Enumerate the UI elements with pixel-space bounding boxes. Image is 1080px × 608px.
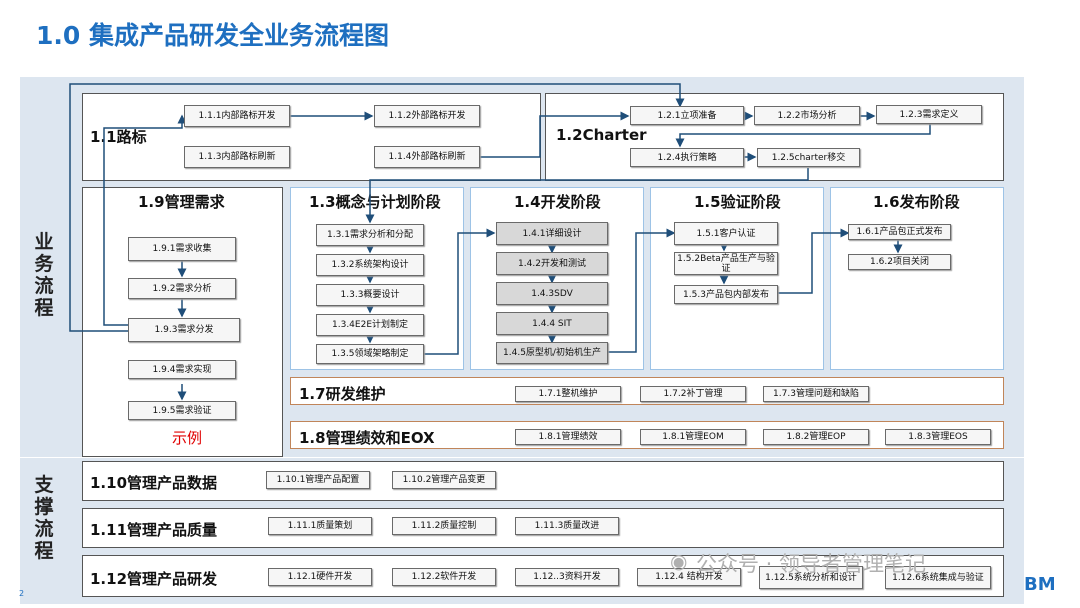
step-1-8-2: 1.8.2管理EOP (763, 429, 869, 445)
step-1-2-3: 1.2.3需求定义 (876, 105, 982, 124)
step-1-12-3: 1.12..3资料开发 (515, 568, 619, 586)
sample-label: 示例 (172, 429, 203, 447)
wechat-icon: ◉ (670, 549, 688, 573)
step-1-5-3: 1.5.3产品包内部发布 (674, 285, 778, 304)
step-1-3-3: 1.3.3概要设计 (316, 284, 424, 306)
watermark-text: 公众号 · 领导者管理笔记 (696, 552, 927, 576)
step-1-11-1: 1.11.1质量策划 (268, 517, 372, 535)
support-process-label: 支撑流程 (34, 474, 54, 562)
panel-title-release: 1.6发布阶段 (873, 193, 960, 211)
step-1-5-2: 1.5.2Beta产品生产与验证 (674, 252, 778, 275)
step-1-9-2: 1.9.2需求分析 (128, 278, 236, 299)
step-1-9-3: 1.9.3需求分发 (128, 318, 240, 342)
panel-title-demand: 1.9管理需求 (138, 193, 225, 211)
step-1-4-5: 1.4.5原型机/初始机生产 (496, 342, 608, 364)
step-1-7-3: 1.7.3管理问题和缺陷 (763, 386, 869, 402)
step-1-6-2: 1.6.2项目关闭 (848, 254, 951, 270)
panel-title-rd: 1.12管理产品研发 (90, 570, 218, 588)
panel-title-charter: 1.2Charter (556, 126, 647, 144)
panel-verify (650, 187, 824, 370)
corner-logo: BM (1024, 574, 1056, 595)
step-1-3-4: 1.3.4E2E计划制定 (316, 314, 424, 336)
page-number: 2 (19, 589, 25, 598)
panel-title-verify: 1.5验证阶段 (694, 193, 781, 211)
step-1-4-4: 1.4.4 SIT (496, 312, 608, 335)
panel-title-maintain: 1.7研发维护 (299, 385, 386, 403)
step-1-4-1: 1.4.1详细设计 (496, 222, 608, 245)
step-1-9-4: 1.9.4需求实现 (128, 360, 236, 379)
step-1-9-1: 1.9.1需求收集 (128, 237, 236, 261)
panel-title-data: 1.10管理产品数据 (90, 474, 218, 492)
business-process-label: 业务流程 (34, 231, 54, 319)
step-1-11-2: 1.11.2质量控制 (392, 517, 496, 535)
step-1-3-5: 1.3.5领域架略制定 (316, 344, 424, 364)
step-1-8-1: 1.8.1管理绩效 (515, 429, 621, 445)
step-1-4-3: 1.4.3SDV (496, 282, 608, 305)
step-1-5-1: 1.5.1客户认证 (674, 222, 778, 245)
step-1-1-3: 1.1.3内部路标刷新 (184, 146, 290, 168)
page-title: 1.0 集成产品研发全业务流程图 (36, 21, 389, 50)
panel-title-concept: 1.3概念与计划阶段 (309, 193, 441, 211)
step-1-8-3: 1.8.3管理EOS (885, 429, 991, 445)
panel-release (830, 187, 1004, 370)
step-1-2-4: 1.2.4执行策略 (630, 148, 744, 167)
step-1-12-2: 1.12.2软件开发 (392, 568, 496, 586)
step-1-12-6: 1.12.6系统集成与验证 (885, 566, 991, 589)
panel-title-quality: 1.11管理产品质量 (90, 521, 218, 539)
step-1-11-3: 1.11.3质量改进 (515, 517, 619, 535)
step-1-2-2: 1.2.2市场分析 (754, 106, 860, 125)
step-1-12-5: 1.12.5系统分析和设计 (759, 566, 863, 589)
step-1-3-2: 1.3.2系统架构设计 (316, 254, 424, 276)
step-1-10-1: 1.10.1管理产品配置 (266, 471, 370, 489)
panel-dev (470, 187, 644, 370)
step-1-1-2: 1.1.2外部路标开发 (374, 105, 480, 127)
step-1-8-1-eom: 1.8.1管理EOM (640, 429, 746, 445)
step-1-1-1: 1.1.1内部路标开发 (184, 105, 290, 127)
panel-title-dev: 1.4开发阶段 (514, 193, 601, 211)
step-1-12-4: 1.12.4 结构开发 (637, 568, 741, 586)
step-1-9-5: 1.9.5需求验证 (128, 401, 236, 420)
step-1-1-4: 1.1.4外部路标刷新 (374, 146, 480, 168)
step-1-12-1: 1.12.1硬件开发 (268, 568, 372, 586)
step-1-7-1: 1.7.1整机维护 (515, 386, 621, 402)
step-1-4-2: 1.4.2开发和测试 (496, 252, 608, 275)
step-1-10-2: 1.10.2管理产品变更 (392, 471, 496, 489)
step-1-2-5: 1.2.5charter移交 (757, 148, 860, 167)
step-1-3-1: 1.3.1需求分析和分配 (316, 224, 424, 246)
step-1-2-1: 1.2.1立项准备 (630, 106, 744, 125)
panel-title-eox: 1.8管理绩效和EOX (299, 429, 435, 447)
panel-data (82, 461, 1004, 501)
step-1-7-2: 1.7.2补丁管理 (640, 386, 746, 402)
step-1-6-1: 1.6.1产品包正式发布 (848, 224, 951, 240)
panel-concept (290, 187, 464, 370)
